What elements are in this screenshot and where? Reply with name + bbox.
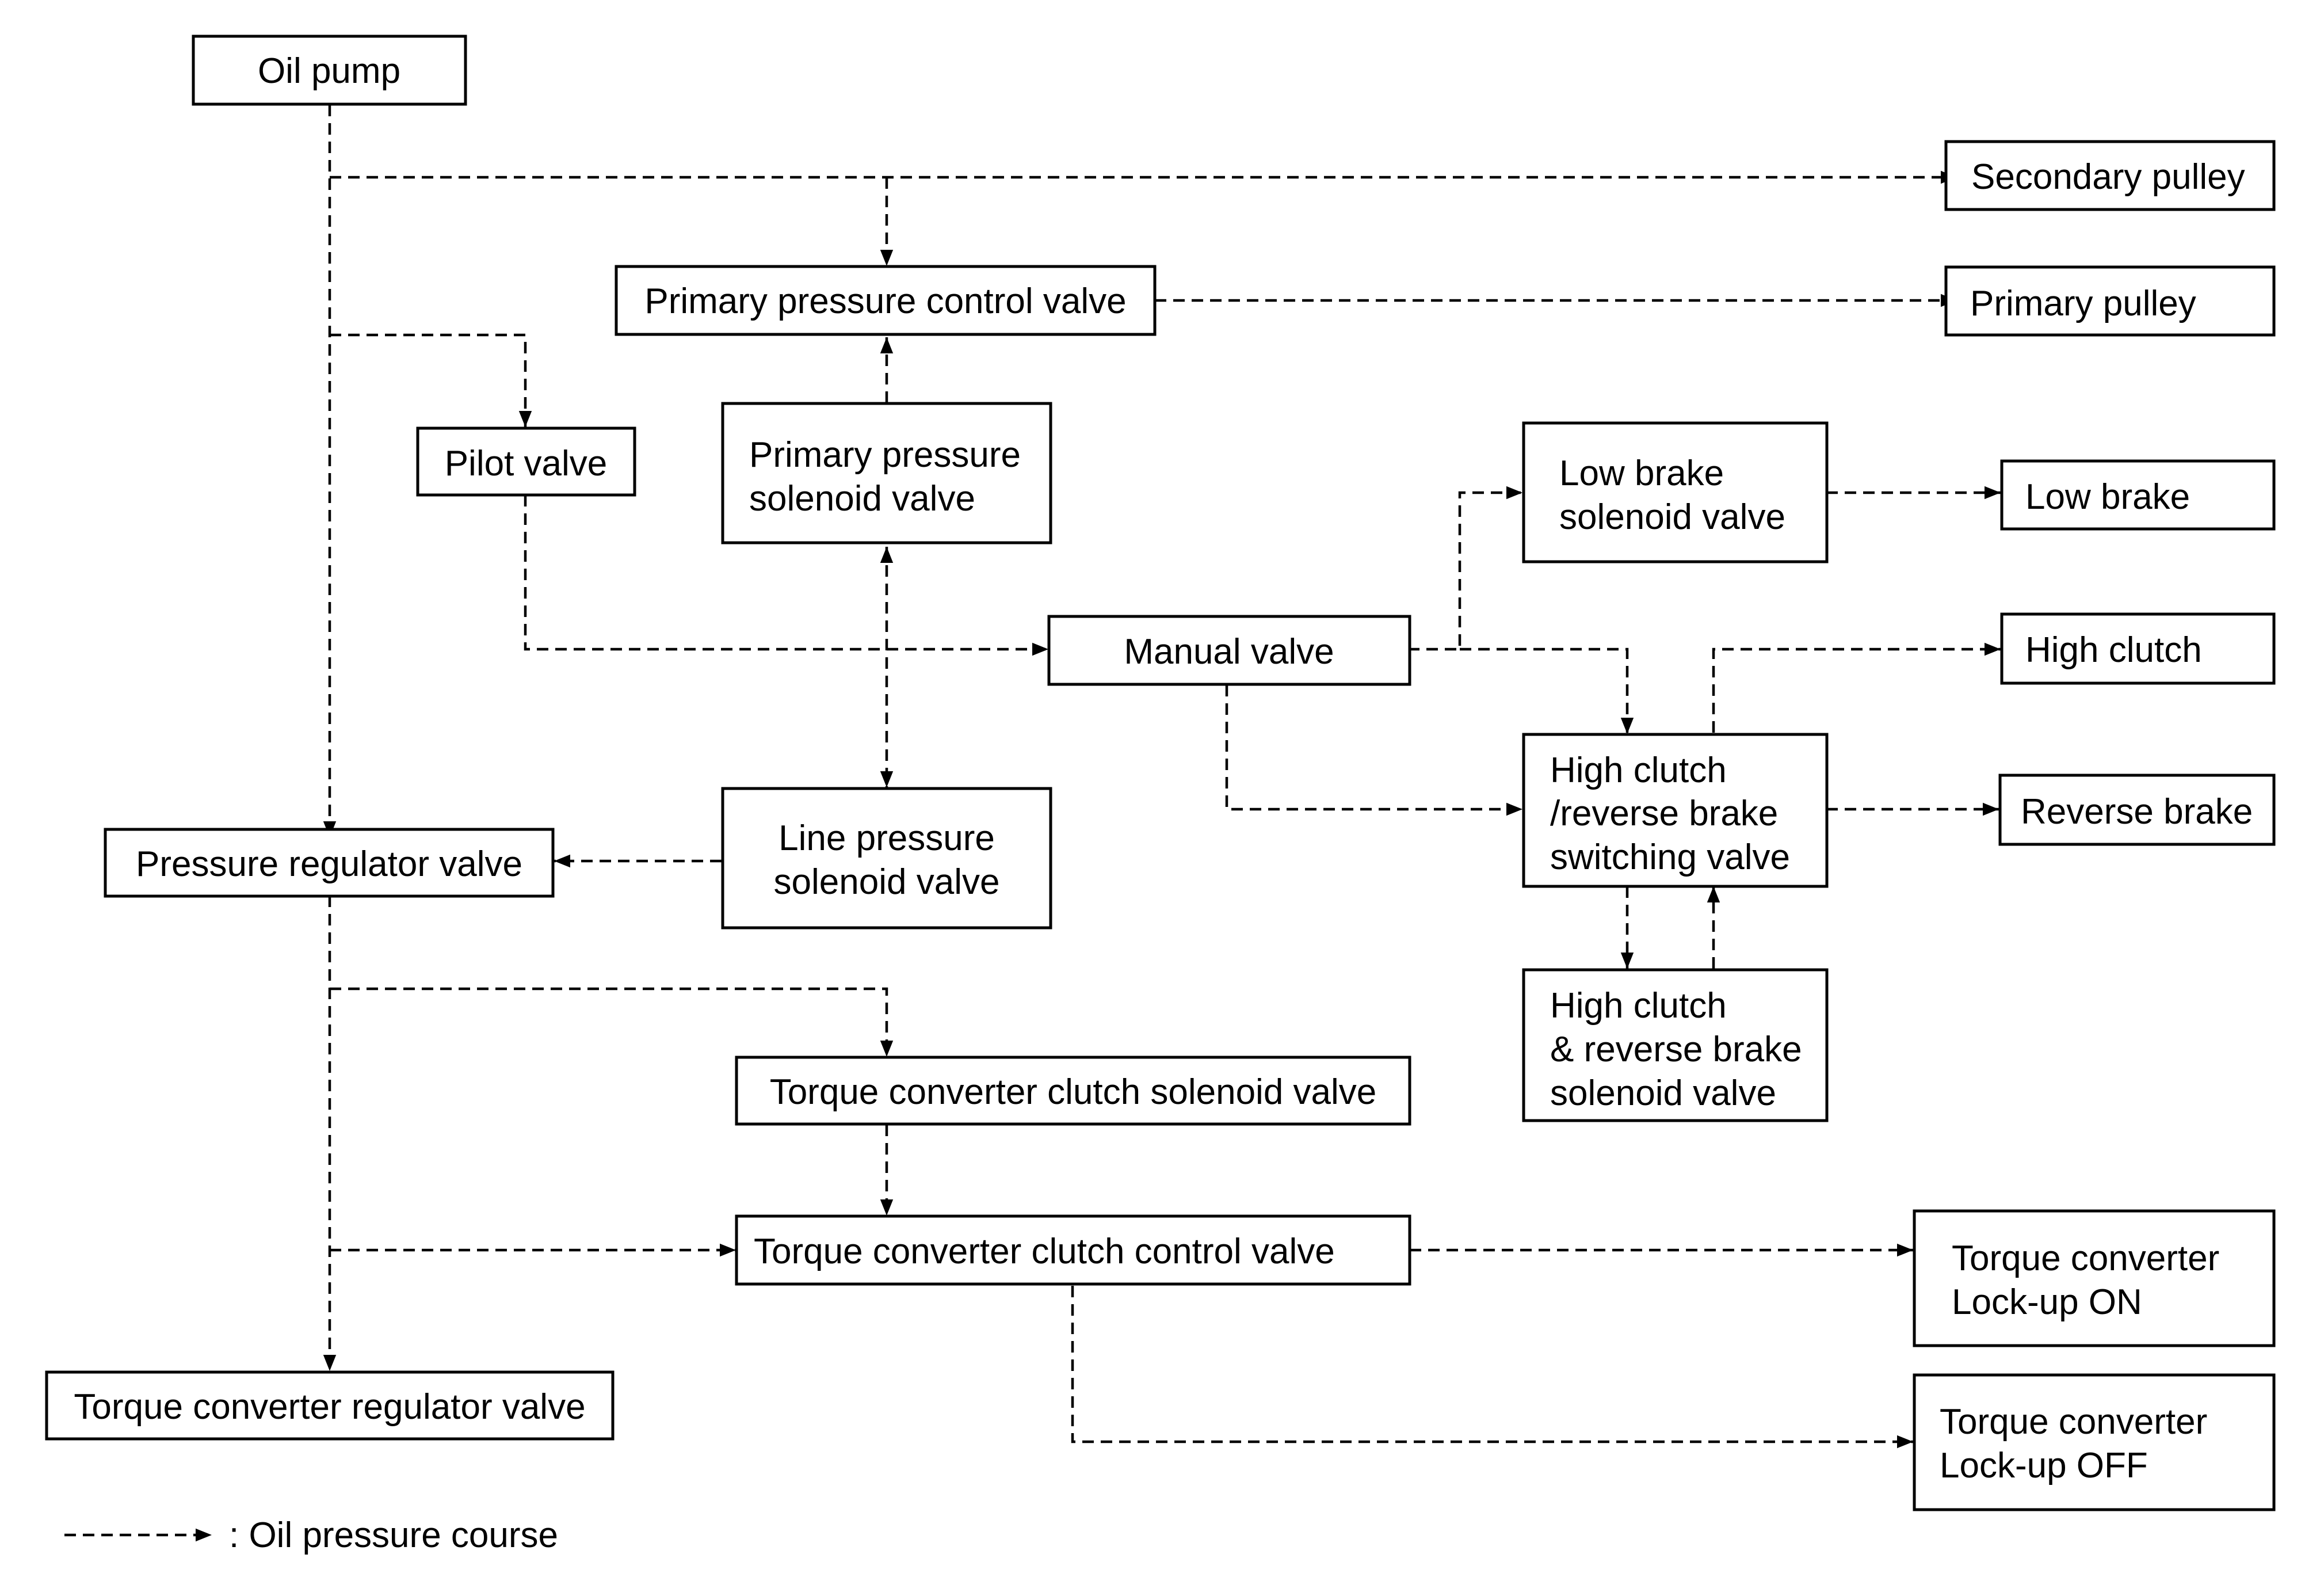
lockup-on-line2: Lock-up ON bbox=[1952, 1282, 2142, 1322]
legend: : Oil pressure course bbox=[64, 1515, 558, 1555]
primary-pressure-solenoid-valve-line2: solenoid valve bbox=[749, 479, 975, 519]
torque-converter-lockup-off-box: Torque converter Lock-up OFF bbox=[1913, 1373, 2276, 1511]
primary-pressure-control-valve-box: Primary pressure control valve bbox=[615, 265, 1157, 336]
lockup-on-line1: Torque converter bbox=[1952, 1239, 2219, 1278]
lockup-off-line1: Torque converter bbox=[1940, 1402, 2207, 1442]
reverse-brake-box: Reverse brake bbox=[1998, 774, 2276, 846]
high-clutch-label: High clutch bbox=[2025, 630, 2202, 670]
low-brake-solenoid-valve-line2: solenoid valve bbox=[1559, 497, 1785, 537]
primary-pressure-solenoid-valve-box: Primary pressure solenoid valve bbox=[721, 402, 1052, 544]
low-brake-label: Low brake bbox=[2025, 477, 2190, 517]
line-pressure-solenoid-valve-line2: solenoid valve bbox=[774, 862, 1000, 902]
flow-switching-to-high-clutch bbox=[1712, 642, 2001, 733]
flow-manual-to-switching-valve-left bbox=[1225, 685, 1522, 816]
hcrb-solenoid-valve-line3: solenoid valve bbox=[1550, 1073, 1776, 1113]
tcc-control-valve-label: Torque converter clutch control valve bbox=[754, 1232, 1335, 1271]
torque-converter-clutch-solenoid-valve-box: Torque converter clutch solenoid valve bbox=[735, 1056, 1411, 1126]
torque-converter-lockup-on-box: Torque converter Lock-up ON bbox=[1913, 1209, 2276, 1347]
flow-oilpump-to-pilot-valve bbox=[330, 333, 532, 427]
high-clutch-reverse-brake-solenoid-valve-box: High clutch & reverse brake solenoid val… bbox=[1522, 968, 1829, 1122]
torque-converter-regulator-valve-box: Torque converter regulator valve bbox=[45, 1370, 615, 1441]
primary-pulley-label: Primary pulley bbox=[1970, 284, 2196, 323]
manual-valve-box: Manual valve bbox=[1047, 615, 1411, 686]
primary-pulley-box: Primary pulley bbox=[1944, 265, 2276, 337]
low-brake-box: Low brake bbox=[2000, 459, 2276, 531]
flow-tcc-control-to-lockup-off bbox=[1071, 1286, 1913, 1449]
switching-valve-line1: High clutch bbox=[1550, 751, 1727, 790]
switching-valve-line3: switching valve bbox=[1550, 837, 1790, 877]
pilot-valve-label: Pilot valve bbox=[445, 444, 608, 483]
primary-pressure-solenoid-valve-line1: Primary pressure bbox=[749, 435, 1021, 475]
tcc-solenoid-valve-label: Torque converter clutch solenoid valve bbox=[770, 1072, 1377, 1112]
reverse-brake-label: Reverse brake bbox=[2021, 792, 2253, 832]
hcrb-solenoid-valve-line2: & reverse brake bbox=[1550, 1030, 1802, 1069]
hcrb-solenoid-valve-line1: High clutch bbox=[1550, 986, 1727, 1026]
pilot-valve-box: Pilot valve bbox=[416, 426, 636, 497]
pressure-regulator-valve-label: Pressure regulator valve bbox=[136, 844, 522, 884]
torque-converter-clutch-control-valve-box: Torque converter clutch control valve bbox=[735, 1214, 1411, 1286]
low-brake-solenoid-valve-line1: Low brake bbox=[1559, 454, 1724, 493]
flow-pilot-to-manual-valve bbox=[524, 495, 1048, 656]
manual-valve-label: Manual valve bbox=[1124, 632, 1334, 672]
pressure-regulator-valve-box: Pressure regulator valve bbox=[104, 828, 555, 898]
flow-manual-to-switching-valve-top bbox=[1460, 647, 1634, 734]
secondary-pulley-label: Secondary pulley bbox=[1971, 157, 2245, 197]
tc-regulator-valve-label: Torque converter regulator valve bbox=[74, 1387, 585, 1427]
line-pressure-solenoid-valve-line1: Line pressure bbox=[779, 818, 995, 858]
line-pressure-solenoid-valve-box: Line pressure solenoid valve bbox=[721, 787, 1052, 930]
oil-pump-label: Oil pump bbox=[258, 51, 400, 91]
high-clutch-reverse-brake-switching-valve-box: High clutch /reverse brake switching val… bbox=[1522, 733, 1829, 888]
switching-valve-line2: /reverse brake bbox=[1550, 794, 1778, 833]
lockup-off-line2: Lock-up OFF bbox=[1940, 1446, 2148, 1485]
primary-pressure-control-valve-label: Primary pressure control valve bbox=[644, 281, 1126, 321]
oil-pump-box: Oil pump bbox=[192, 35, 467, 106]
flow-manual-to-low-brake-solenoid bbox=[1408, 486, 1522, 651]
flow-lines bbox=[323, 105, 2001, 1449]
flow-pressure-regulator-to-tcc-solenoid bbox=[330, 987, 894, 1057]
legend-label: : Oil pressure course bbox=[229, 1515, 558, 1555]
secondary-pulley-box: Secondary pulley bbox=[1944, 140, 2276, 211]
low-brake-solenoid-valve-box: Low brake solenoid valve bbox=[1522, 421, 1829, 563]
high-clutch-box: High clutch bbox=[2000, 612, 2276, 685]
